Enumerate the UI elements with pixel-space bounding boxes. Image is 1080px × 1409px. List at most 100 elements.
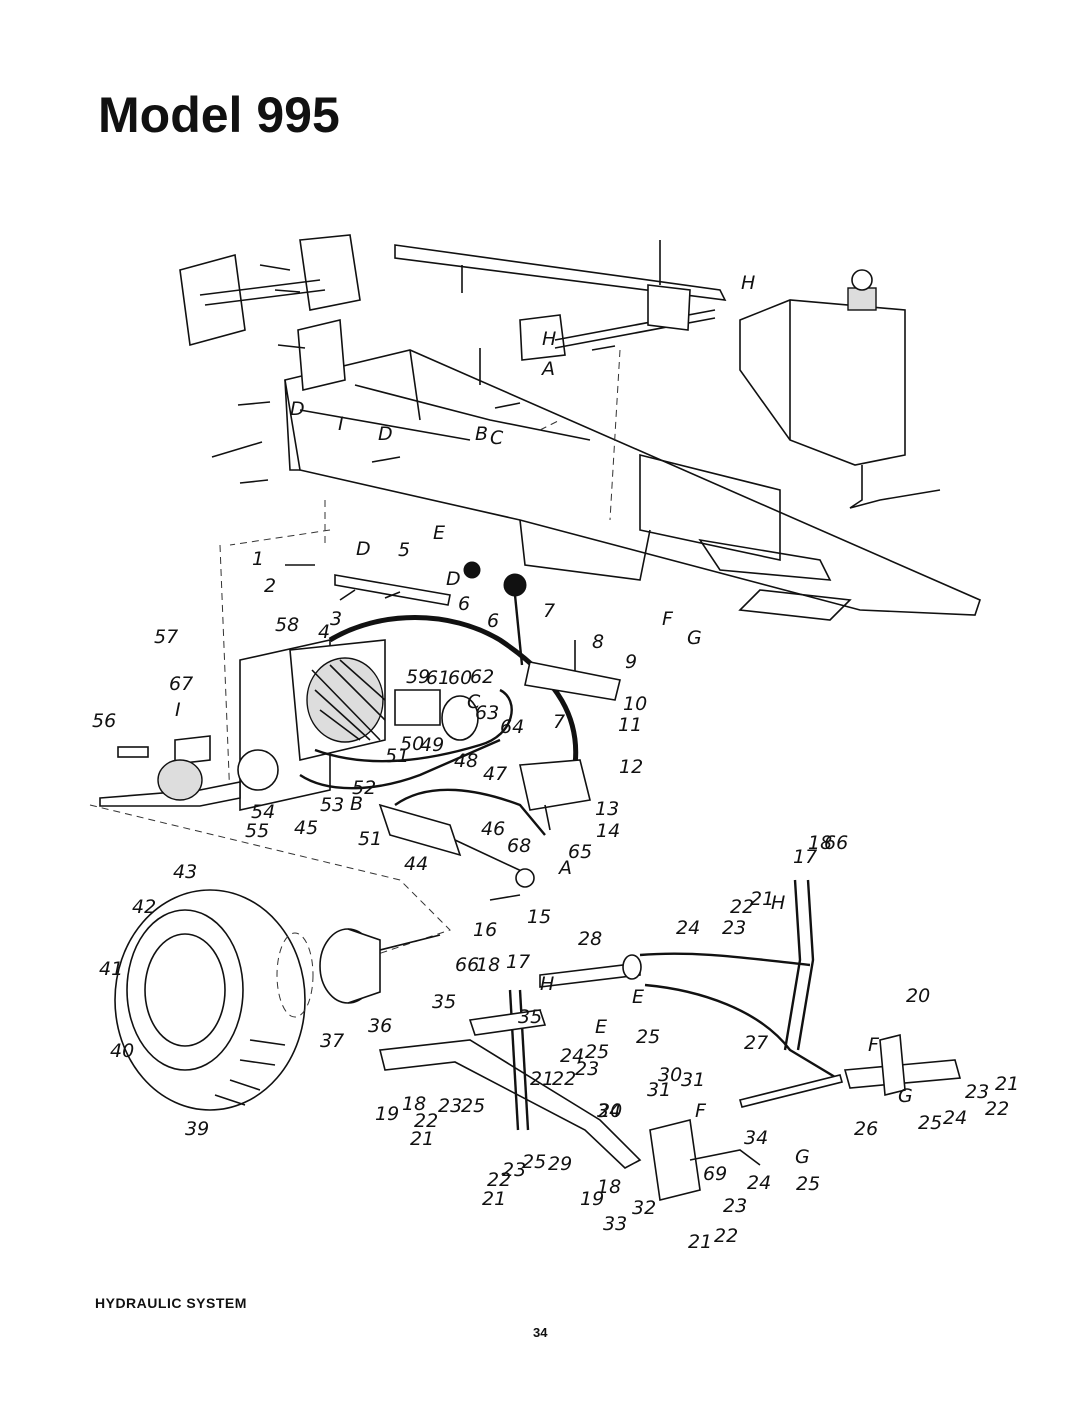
callout-40: 40 (110, 1040, 134, 1062)
callout-19a: 19 (375, 1103, 399, 1125)
callout-18d: 18 (597, 1176, 621, 1198)
ref-H1: H (741, 272, 755, 294)
front-brackets (179, 234, 361, 391)
ref-I2: I (175, 699, 181, 721)
callout-13: 13 (595, 798, 619, 820)
reference-letters: A A B B C C D D D D E E E F F F G G G H … (175, 272, 913, 1168)
rear-wheel (114, 889, 441, 1111)
callout-labels: 1 2 3 4 5 6 6 7 7 8 9 10 11 12 13 14 15 … (92, 539, 1019, 1253)
ref-B2: B (350, 793, 363, 815)
ref-A1: A (540, 358, 555, 380)
callout-42: 42 (132, 896, 156, 918)
callout-25a: 25 (585, 1041, 609, 1063)
callout-22a: 22 (730, 896, 754, 918)
callout-59: 59 (406, 666, 430, 688)
callout-31a: 31 (681, 1069, 705, 1091)
callout-45: 45 (294, 817, 318, 839)
callout-24a: 24 (676, 917, 700, 939)
callout-20a: 20 (906, 985, 930, 1007)
callout-34b: 34 (744, 1127, 768, 1149)
callout-26: 26 (854, 1118, 878, 1140)
callout-61: 61 (426, 667, 450, 689)
callout-16: 16 (473, 919, 497, 941)
callout-1: 1 (252, 548, 264, 570)
callout-32: 32 (632, 1197, 656, 1219)
callout-21c: 21 (995, 1073, 1019, 1095)
callout-30: 30 (658, 1064, 682, 1086)
control-valve (519, 661, 621, 831)
ref-D1: D (290, 398, 305, 420)
callout-36: 36 (368, 1015, 392, 1037)
callout-53: 53 (320, 794, 344, 816)
callout-44: 44 (404, 853, 428, 875)
callout-62: 62 (470, 666, 494, 688)
callout-23a: 23 (722, 917, 746, 939)
ref-E3: E (595, 1016, 607, 1038)
lift-linkage (379, 879, 962, 1201)
callout-41: 41 (99, 958, 123, 980)
callout-29: 29 (548, 1153, 572, 1175)
callout-12: 12 (619, 756, 643, 778)
ref-D2: D (378, 423, 393, 445)
callout-58: 58 (275, 614, 299, 636)
callout-4: 4 (318, 621, 330, 643)
callout-55: 55 (245, 820, 269, 842)
callout-48: 48 (454, 750, 478, 772)
ref-F2: F (868, 1034, 880, 1056)
callout-66a: 66 (824, 832, 848, 854)
callout-20b: 20 (598, 1100, 622, 1122)
callout-18b: 18 (476, 954, 500, 976)
callout-18a: 18 (808, 832, 832, 854)
callout-63: 63 (475, 702, 499, 724)
ref-C2: C (467, 691, 481, 713)
callout-69: 69 (703, 1163, 727, 1185)
page-number: 34 (533, 1325, 548, 1340)
callout-65: 65 (568, 841, 592, 863)
callout-47: 47 (483, 763, 507, 785)
callout-37: 37 (320, 1030, 344, 1052)
page-title: Model 995 (98, 87, 340, 143)
callout-2: 2 (264, 575, 276, 597)
callout-25f: 25 (796, 1173, 820, 1195)
callout-7b: 7 (553, 711, 565, 733)
callout-6a: 6 (458, 593, 470, 615)
callout-43: 43 (173, 861, 197, 883)
lift-shaft (394, 244, 727, 361)
ref-D3: D (356, 538, 371, 560)
callout-46: 46 (481, 818, 505, 840)
callout-57: 57 (154, 626, 178, 648)
callout-22e: 22 (487, 1169, 511, 1191)
callout-23b: 23 (575, 1058, 599, 1080)
ref-D4: D (446, 568, 461, 590)
callout-54: 54 (251, 801, 275, 823)
callout-9: 9 (625, 651, 637, 673)
callout-21d: 21 (410, 1128, 434, 1150)
ref-C1: C (490, 427, 504, 449)
callout-19b: 19 (580, 1188, 604, 1210)
callout-25e: 25 (522, 1151, 546, 1173)
ref-E1: E (433, 522, 445, 544)
callout-14: 14 (596, 820, 620, 842)
callout-21f: 21 (688, 1231, 712, 1253)
reservoir-tank (739, 269, 941, 509)
callout-66b: 66 (455, 954, 479, 976)
ref-H2: H (542, 328, 556, 350)
lift-cylinder (378, 803, 535, 901)
callout-34a: 34 (597, 1100, 621, 1122)
callout-17b: 17 (506, 951, 530, 973)
callout-5: 5 (398, 539, 410, 561)
callout-56: 56 (92, 710, 116, 732)
callout-8: 8 (592, 631, 604, 653)
ref-I1: I (338, 413, 344, 435)
callout-6b: 6 (487, 610, 499, 632)
callout-49: 49 (420, 734, 444, 756)
callout-67: 67 (169, 673, 193, 695)
callout-50: 50 (400, 733, 424, 755)
callout-24b: 24 (560, 1045, 584, 1067)
control-lever (334, 561, 527, 666)
ref-G1: G (687, 627, 702, 649)
callout-22f: 22 (714, 1225, 738, 1247)
hydraulic-hoses (299, 615, 579, 836)
callout-18c: 18 (402, 1093, 426, 1115)
